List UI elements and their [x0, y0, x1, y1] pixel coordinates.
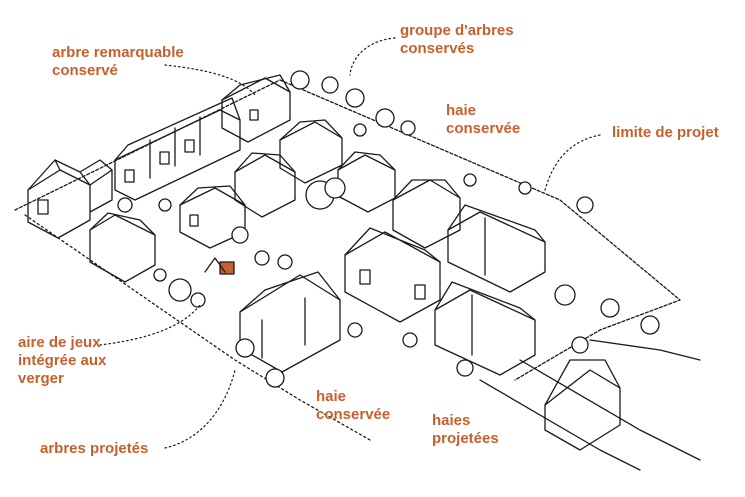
leader-arbre-remarquable — [164, 64, 256, 96]
label-aire-jeux: aire de jeux intégrée aux verger — [18, 334, 106, 388]
hedge-bottom — [24, 214, 371, 441]
house-outside — [544, 359, 621, 451]
terrace-top — [221, 74, 291, 143]
label-line: intégrée aux — [18, 352, 107, 369]
house-mid-2 — [234, 152, 296, 218]
label-haie-top: haie conservée — [446, 102, 520, 138]
label-line: haie — [446, 102, 477, 119]
house-mid-1 — [279, 119, 343, 184]
house-right-1 — [392, 179, 461, 249]
terrace-back — [114, 97, 241, 201]
label-line: verger — [18, 370, 64, 387]
label-haie-bottom: haie conservée — [316, 388, 390, 424]
label-line: arbre remarquable — [52, 44, 184, 61]
leader-aire-jeux — [99, 304, 201, 346]
label-line: conservée — [446, 120, 521, 137]
label-line: projetées — [432, 430, 499, 447]
label-line: arbres projetés — [40, 440, 149, 457]
house-lower-right — [434, 281, 536, 376]
house-front — [239, 271, 341, 373]
house-left-1 — [27, 159, 91, 239]
path-right — [589, 339, 701, 361]
label-line: haie — [316, 388, 347, 405]
project-boundary — [14, 79, 681, 381]
label-line: limite de projet — [612, 124, 719, 141]
leader-arbres-projetes — [164, 369, 236, 449]
house-left-mid — [89, 212, 156, 283]
label-arbre-remarquable: arbre remarquable conservé — [52, 44, 184, 80]
label-line: conservés — [400, 40, 475, 57]
label-line: groupe d'arbres — [400, 22, 514, 39]
label-groupe-arbres: groupe d'arbres conservés — [400, 22, 514, 58]
label-line: haies — [432, 412, 471, 429]
label-limite-projet: limite de projet — [612, 124, 719, 142]
label-arbres-projetes: arbres projetés — [40, 440, 148, 458]
leader-limite-projet — [544, 134, 601, 191]
road — [479, 359, 701, 471]
house-upper-right — [337, 151, 396, 213]
label-line: conservée — [316, 406, 391, 423]
house-left-2 — [79, 159, 113, 213]
trees — [117, 70, 660, 388]
label-line: aire de jeux — [18, 334, 101, 351]
house-right-pair — [447, 204, 546, 293]
label-haies-projetees: haies projetées — [432, 412, 499, 448]
leader-groupe-arbres — [349, 37, 396, 76]
playground — [204, 257, 235, 275]
house-center — [344, 227, 441, 323]
label-line: conservé — [52, 62, 118, 79]
